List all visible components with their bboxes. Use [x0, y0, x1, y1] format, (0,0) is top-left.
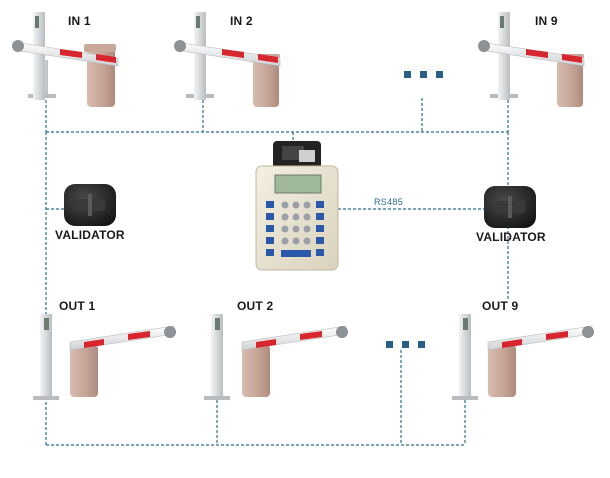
validator-label-right: VALIDATOR	[476, 230, 546, 244]
entry-lane-label-2: IN 2	[230, 14, 253, 28]
wire-top-bus	[45, 98, 509, 143]
exit-lane-label-2: OUT 2	[237, 299, 274, 313]
entry-lane-label-1: IN 1	[68, 14, 91, 28]
exit-lane-label-1: OUT 1	[59, 299, 96, 313]
validator-right	[484, 186, 536, 228]
exit-barrier-2	[204, 314, 348, 400]
controller-terminal	[255, 141, 339, 271]
exit-continuation-dots	[386, 341, 425, 348]
dot	[418, 341, 425, 348]
entry-continuation-dots	[404, 71, 443, 78]
dot	[436, 71, 443, 78]
wire-bottom-bus	[46, 350, 466, 446]
terminal-keypad	[266, 201, 324, 257]
validator-label-left: VALIDATOR	[55, 228, 125, 242]
dot	[386, 341, 393, 348]
entry-barrier-2	[174, 12, 281, 107]
dot	[420, 71, 427, 78]
validator-left	[64, 184, 116, 226]
rs485-label: RS485	[374, 197, 404, 207]
entry-barrier-1	[12, 12, 119, 107]
entry-lane-label-9: IN 9	[535, 14, 558, 28]
dot	[404, 71, 411, 78]
exit-barrier-1	[33, 314, 176, 400]
entry-barrier-9	[478, 12, 585, 107]
exit-barrier-9	[452, 314, 594, 400]
exit-lane-label-9: OUT 9	[482, 299, 519, 313]
dot	[402, 341, 409, 348]
